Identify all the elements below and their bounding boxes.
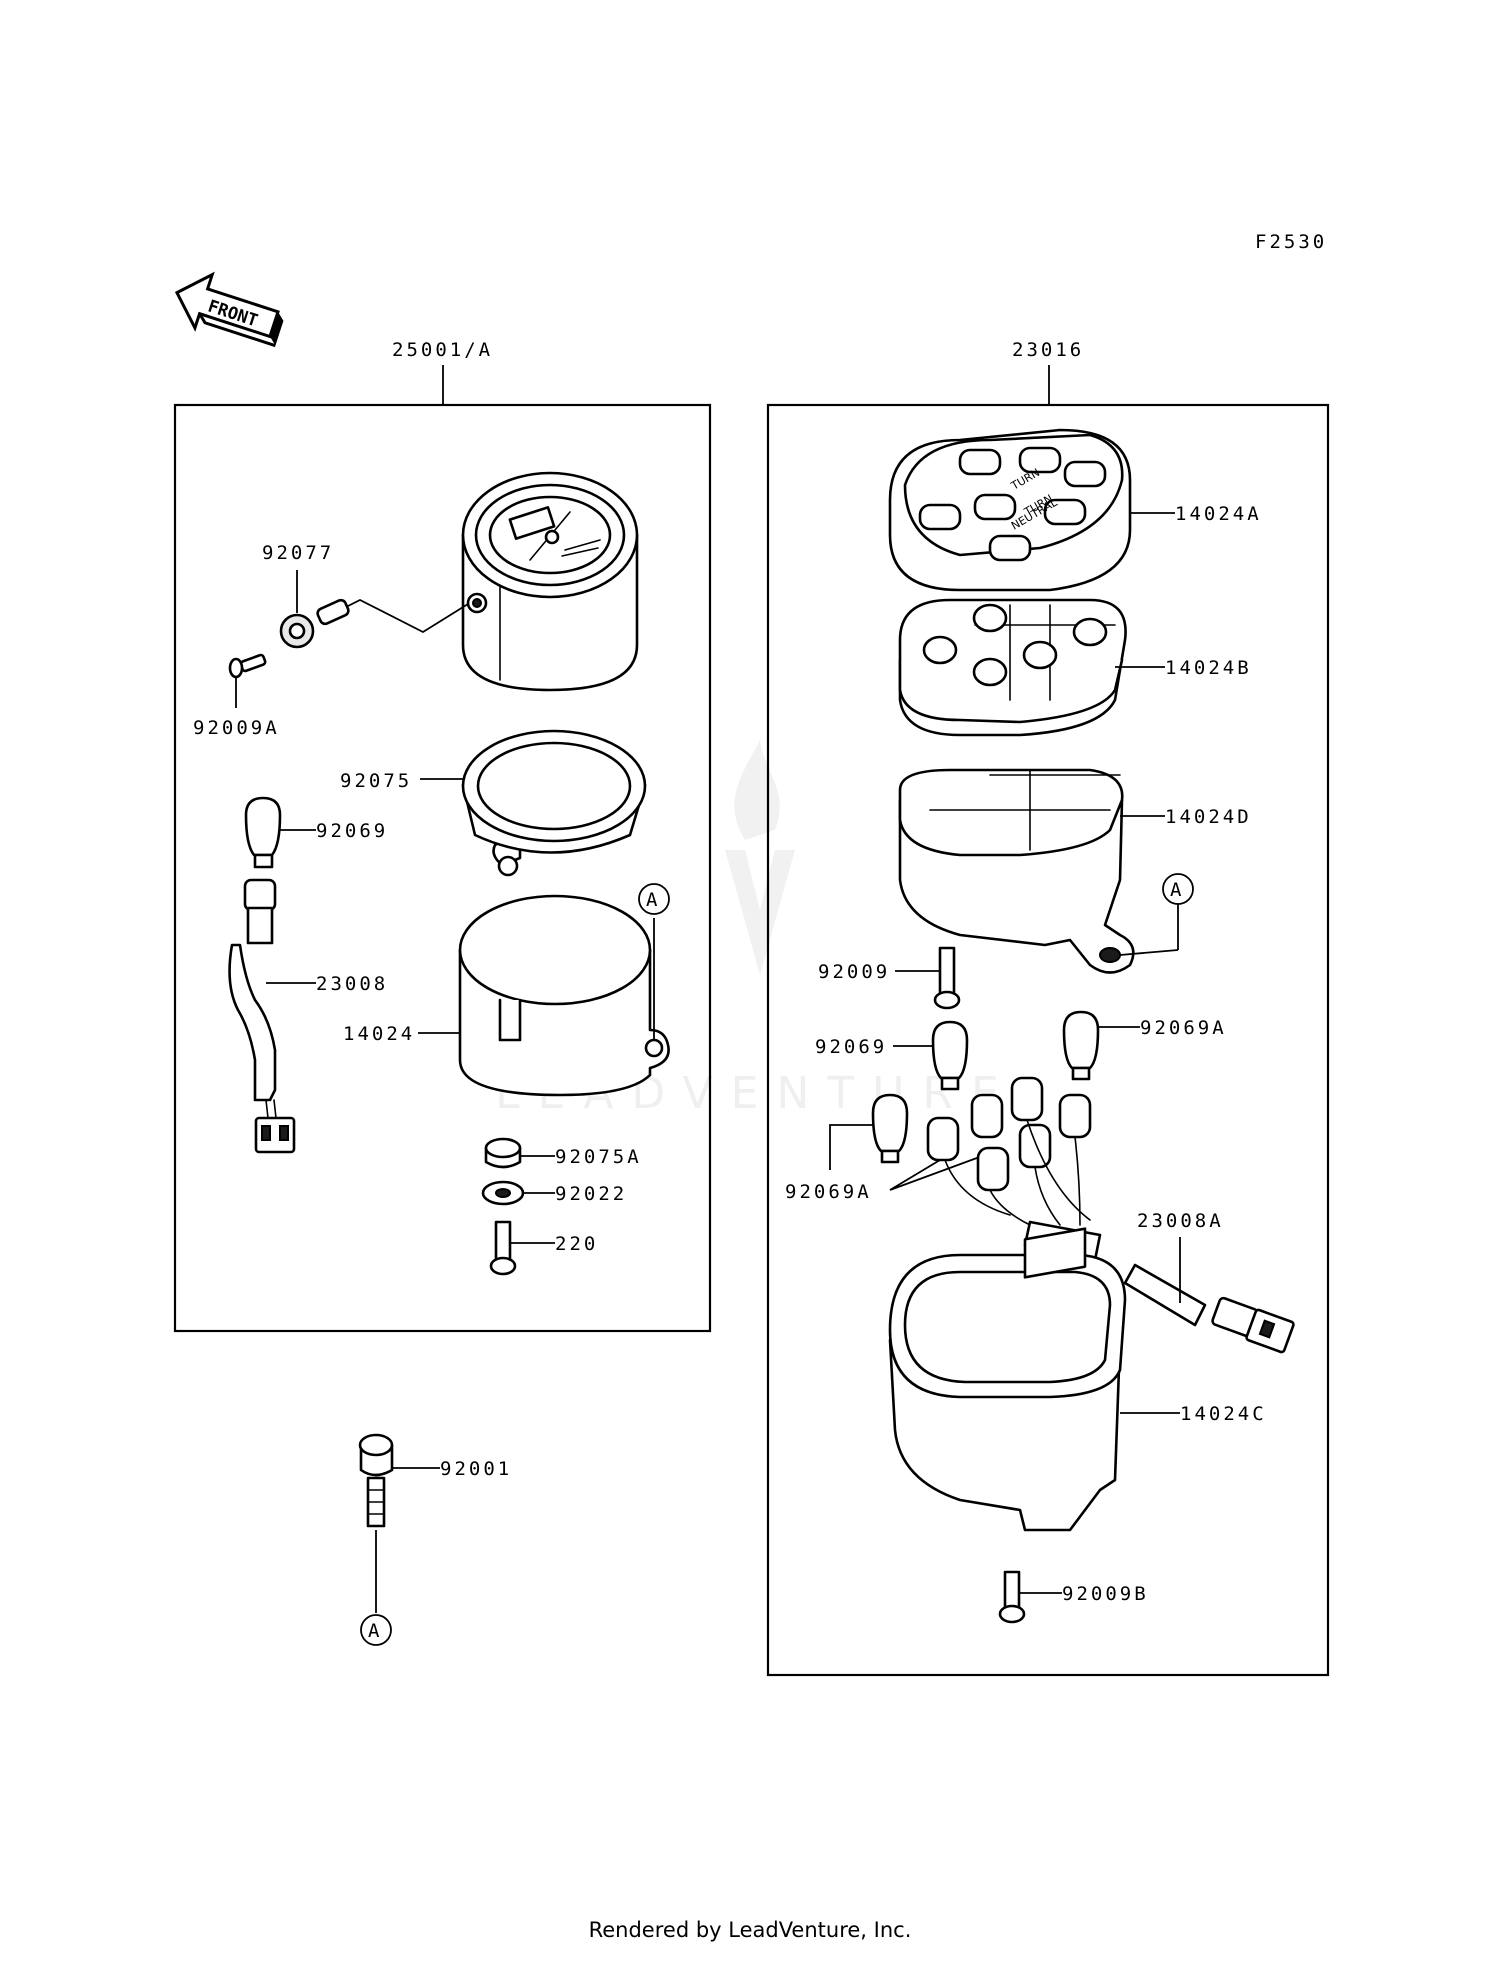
bulb-92069-right-icon (931, 1020, 969, 1091)
indicator-lens-icon: TURN NEUTRAL TURN (888, 428, 1132, 592)
callout-92075A: 92075A (555, 1146, 642, 1168)
callout-92075: 92075 (340, 770, 412, 792)
indicator-assembly-box (766, 403, 1330, 1677)
front-arrow-icon: FRONT (174, 271, 284, 348)
callout-92069-right: 92069 (815, 1036, 887, 1058)
gasket-ring-icon (461, 729, 647, 877)
indicator-case-icon (888, 1227, 1127, 1532)
callout-92069A-top: 92069A (1140, 1017, 1227, 1039)
screw-icon (228, 653, 267, 679)
callout-14024A: 14024A (1175, 503, 1262, 525)
callout-92001: 92001 (440, 1458, 512, 1480)
bolt-92001-icon (358, 1433, 394, 1528)
ref-a-callout-bottom: A (368, 1620, 382, 1642)
lens-holder-icon (898, 598, 1127, 737)
grommet-icon (484, 1137, 522, 1169)
screw-92009B-icon (998, 1570, 1026, 1624)
bulb-92069A-top-icon (1062, 1010, 1100, 1081)
bulb-icon (244, 796, 282, 869)
assembly-label-indicator: 23016 (1012, 339, 1084, 361)
socket-harness-icon (228, 878, 296, 1154)
callout-14024D: 14024D (1165, 806, 1252, 828)
callout-92069A-bottom: 92069A (785, 1181, 872, 1203)
callout-220: 220 (555, 1233, 598, 1255)
ref-a-callout: A (646, 889, 660, 911)
footer-credit: Rendered by LeadVenture, Inc. (588, 1918, 912, 1942)
figure-code: F2530 (1255, 231, 1327, 253)
callout-92009B: 92009B (1062, 1583, 1149, 1605)
assembly-label-speedometer: 25001/A (392, 339, 493, 361)
callout-14024B: 14024B (1165, 657, 1252, 679)
callout-14024C: 14024C (1180, 1403, 1267, 1425)
callout-92009: 92009 (818, 961, 890, 983)
screw-92009-icon (933, 946, 961, 1010)
callout-14024: 14024 (343, 1023, 415, 1045)
ref-a-callout-right: A (1170, 879, 1184, 901)
bolt-icon (489, 1220, 517, 1276)
callout-92009A: 92009A (193, 717, 280, 739)
callout-23008: 23008 (316, 973, 388, 995)
washer-icon (481, 1180, 525, 1206)
bulb-92069A-bottom-icon (871, 1093, 909, 1164)
speedometer-assembly-box (173, 403, 712, 1333)
callout-23008A: 23008A (1137, 1210, 1224, 1232)
callout-92069: 92069 (316, 820, 388, 842)
callout-92077: 92077 (262, 542, 334, 564)
indicator-housing-icon (898, 768, 1135, 974)
speedometer-icon (461, 471, 639, 692)
callout-92022: 92022 (555, 1183, 627, 1205)
meter-case-icon (458, 894, 670, 1097)
gear-sensor-icon (279, 598, 350, 649)
